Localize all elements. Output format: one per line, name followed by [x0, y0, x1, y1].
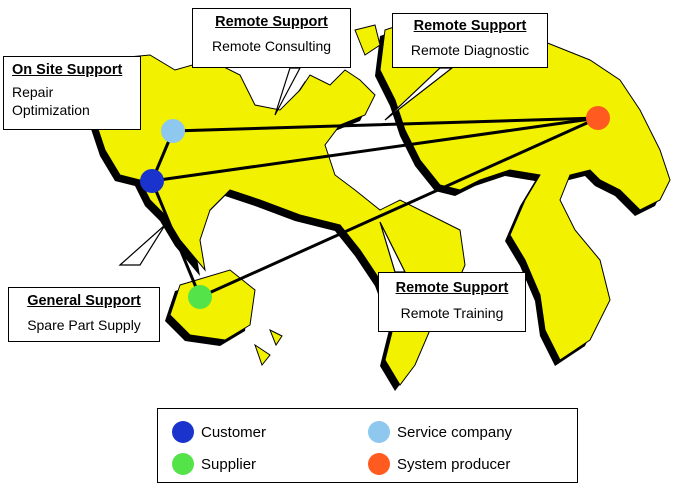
callout-line: Optimization — [12, 102, 90, 119]
supplier-node — [188, 285, 212, 309]
legend-item-system-producer: System producer — [368, 453, 510, 475]
legend-item-customer: Customer — [172, 421, 266, 443]
service-company-dot-icon — [368, 421, 390, 443]
callout-line: Spare Part Supply — [27, 316, 141, 333]
customer-dot-icon — [172, 421, 194, 443]
legend-label: Service company — [397, 423, 513, 441]
legend: Customer Service company Supplier System… — [157, 408, 578, 483]
callout-title: On Site Support — [12, 62, 123, 78]
callout-general-support: General Support Spare Part Supply — [8, 287, 160, 342]
callout-title: General Support — [27, 293, 141, 309]
callout-line: Remote Training — [400, 304, 504, 321]
callout-title: Remote Support — [413, 18, 527, 34]
link-customer-producer — [150, 116, 600, 183]
callout-on-site-support: On Site Support Repair Optimization — [3, 56, 141, 130]
callout-line: Remote Consulting — [211, 37, 332, 54]
callout-remote-diagnostic: Remote Support Remote Diagnostic — [392, 13, 548, 68]
link-service-producer — [171, 116, 600, 133]
legend-label: System producer — [397, 455, 511, 473]
supplier-dot-icon — [172, 453, 194, 475]
system-producer-dot-icon — [368, 453, 390, 475]
legend-label: Supplier — [201, 455, 257, 473]
legend-item-supplier: Supplier — [172, 453, 256, 475]
callout-line: Remote Diagnostic — [410, 41, 530, 58]
land — [94, 14, 671, 386]
system-producer-node — [586, 106, 610, 130]
service-company-node — [161, 119, 185, 143]
callout-line: Repair — [12, 83, 54, 100]
callout-pointers — [118, 67, 454, 273]
callout-remote-consulting: Remote Support Remote Consulting — [192, 8, 351, 68]
callout-title: Remote Support — [395, 280, 509, 296]
legend-item-service-company: Service company — [368, 421, 512, 443]
link-customer-supplier — [150, 179, 202, 299]
callout-remote-training: Remote Support Remote Training — [378, 272, 526, 332]
link-supplier-producer — [198, 116, 600, 299]
customer-node — [140, 169, 164, 193]
legend-label: Customer — [201, 423, 267, 441]
callout-title: Remote Support — [215, 14, 328, 30]
